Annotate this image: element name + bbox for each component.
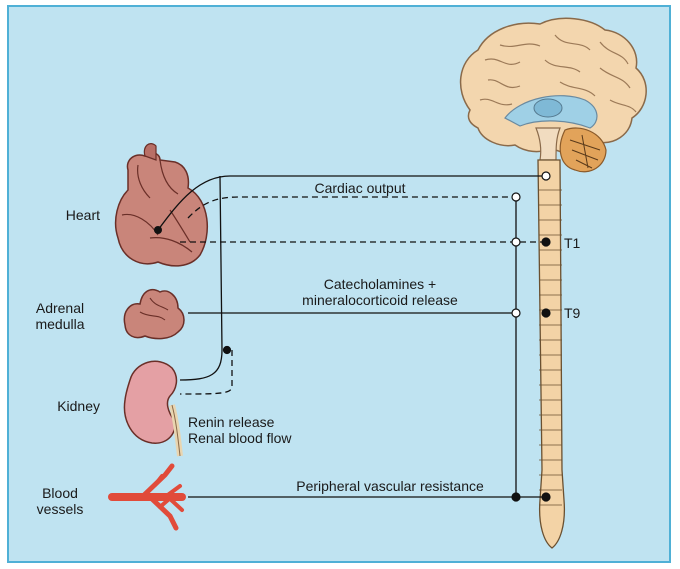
junction-markers: [224, 172, 551, 501]
t1-level-label: T1: [564, 235, 594, 251]
brain-icon: [461, 18, 647, 171]
kidney-label: Kidney: [30, 398, 100, 414]
renin-label: Renin release Renal blood flow: [188, 414, 348, 446]
pathway-lines: [158, 176, 546, 497]
heart-icon: [116, 144, 208, 266]
renal-blood-flow-label: Renal blood flow: [188, 430, 348, 446]
blood-vessels-label-line1: Blood: [20, 485, 100, 501]
peripheral-resistance-label: Peripheral vascular resistance: [260, 478, 520, 494]
adrenal-label: Adrenal medulla: [20, 300, 100, 332]
cardiac-output-label: Cardiac output: [260, 180, 460, 196]
catecholamines-label: Catecholamines + mineralocorticoid relea…: [260, 276, 500, 308]
blood-vessels-label: Blood vessels: [20, 485, 100, 517]
renin-release-label: Renin release: [188, 414, 348, 430]
catecholamines-line1: Catecholamines +: [260, 276, 500, 292]
spinal-cord-icon: [538, 160, 564, 548]
kidney-icon: [124, 361, 180, 456]
adrenal-gland-icon: [124, 290, 184, 339]
catecholamines-line2: mineralocorticoid release: [260, 292, 500, 308]
adrenal-label-line2: medulla: [20, 316, 100, 332]
blood-vessels-label-line2: vessels: [20, 501, 100, 517]
adrenal-label-line1: Adrenal: [20, 300, 100, 316]
t9-level-label: T9: [564, 305, 594, 321]
heart-label: Heart: [30, 207, 100, 223]
blood-vessels-icon: [112, 466, 182, 528]
